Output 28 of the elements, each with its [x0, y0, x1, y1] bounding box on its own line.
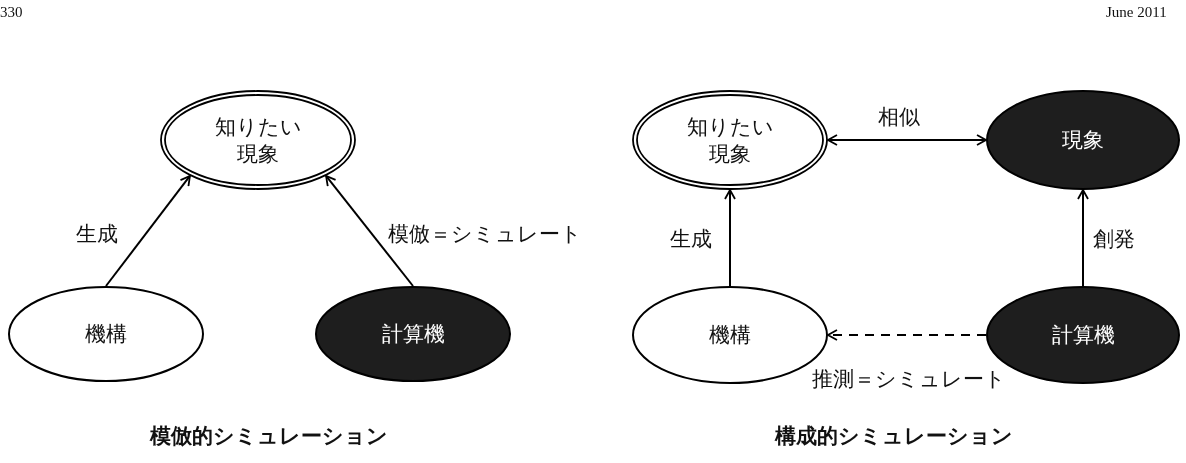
arrow: [105, 174, 191, 287]
filled-oval-node: [986, 90, 1180, 190]
edge-label: 生成: [76, 221, 118, 247]
node-label: 知りたい現象: [685, 113, 775, 167]
figure-caption: 構成的シミュレーション: [775, 423, 1013, 449]
arrow: [724, 189, 736, 287]
node-label: 知りたい現象: [213, 113, 303, 167]
arrow: [325, 174, 414, 287]
filled-oval-node: [315, 286, 511, 382]
node-label: 計算機: [1051, 322, 1115, 349]
page-number: 330: [0, 3, 23, 21]
double-headed-arrow: [827, 134, 987, 146]
node-label: 機構: [85, 321, 127, 348]
node-label: 機構: [709, 322, 751, 349]
double-oval-node: [632, 90, 828, 190]
figure-caption: 模倣的シミュレーション: [150, 423, 388, 449]
edge-label: 推測＝シミュレート: [812, 366, 1006, 392]
arrow: [1077, 189, 1089, 287]
double-oval-node: [160, 90, 356, 190]
edge-label: 創発: [1093, 226, 1135, 252]
date: June 2011: [1106, 3, 1167, 21]
edge-label: 相似: [878, 104, 920, 130]
dashed-arrow: [827, 329, 987, 341]
edge-label: 模倣＝シミュレート: [388, 221, 582, 247]
node-label: 現象: [1062, 127, 1104, 154]
oval-node: [8, 286, 204, 382]
edge-label: 生成: [670, 226, 712, 252]
node-label: 計算機: [381, 321, 445, 348]
